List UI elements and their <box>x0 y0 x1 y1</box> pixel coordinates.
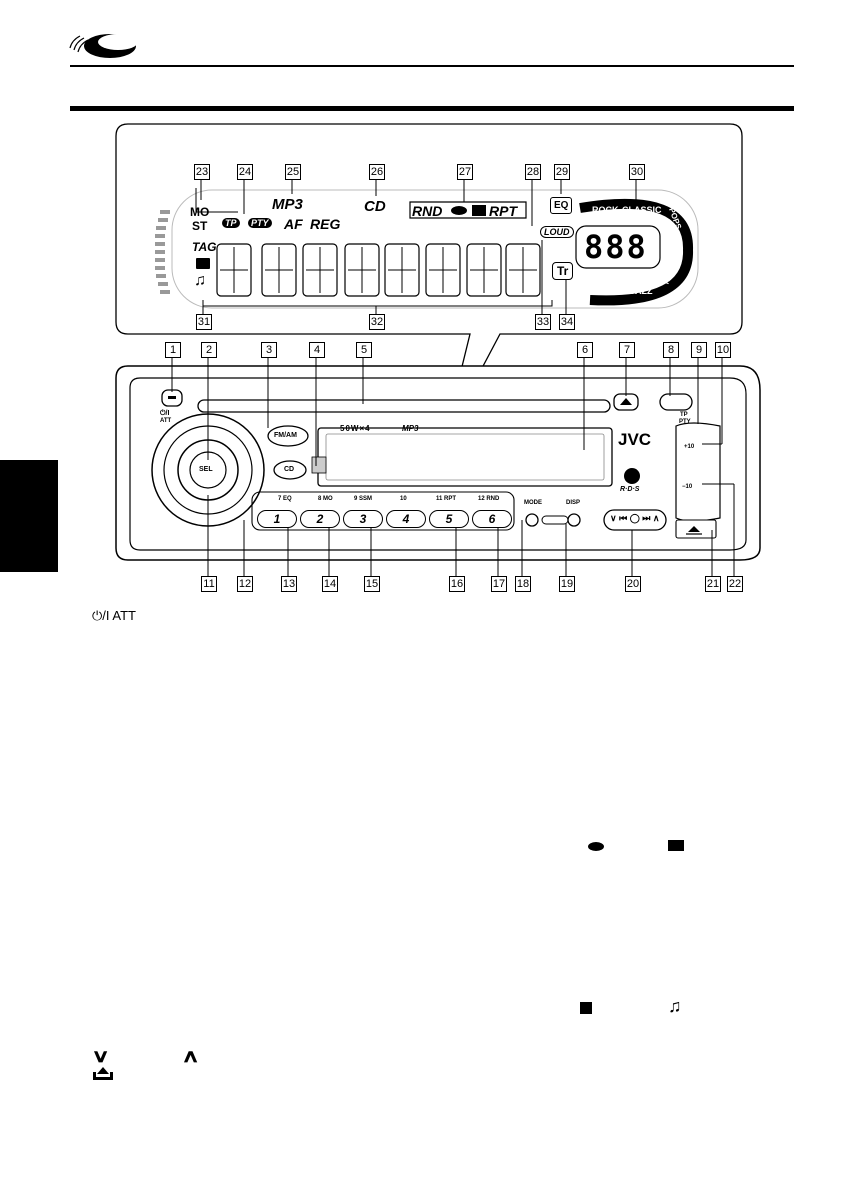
callout-21: 21 <box>705 576 721 592</box>
callout-23: 23 <box>194 164 210 180</box>
plus10-button[interactable]: +10 <box>684 444 695 450</box>
preset-sublabel-2: 8 MO <box>318 496 333 502</box>
folder-indicator-icon <box>472 205 486 216</box>
callout-33: 33 <box>535 314 551 330</box>
tr-indicator: Tr <box>552 262 574 280</box>
classic-indicator: CLASSIC <box>622 205 662 215</box>
callout-30: 30 <box>629 164 645 180</box>
tag-indicator: TAG <box>192 240 217 254</box>
tp-indicator: TP <box>222 218 240 228</box>
fm-am-button[interactable]: FM/AM <box>274 432 297 439</box>
rnd-indicator: RND <box>412 203 443 219</box>
mp3-indicator: MP3 <box>272 196 303 213</box>
seek-rocker-icons[interactable]: ∨ ⏮ ◯ ⏭ ∧ <box>610 513 660 523</box>
callout-8: 8 <box>663 342 679 358</box>
preset-sublabel-6: 12 RND <box>478 496 500 502</box>
cd-button[interactable]: CD <box>284 466 295 473</box>
folder-icon <box>196 258 210 269</box>
preset-button-2[interactable]: 2 <box>300 510 340 528</box>
sel-button[interactable]: SEL <box>199 466 213 473</box>
preset-button-6[interactable]: 6 <box>472 510 512 528</box>
callout-34: 34 <box>559 314 575 330</box>
music-note-legend-icon: ♫ <box>668 996 682 1016</box>
callout-12: 12 <box>237 576 253 592</box>
header-logo <box>62 22 142 62</box>
af-indicator: AF <box>284 216 303 232</box>
disp-label: DISP <box>566 500 581 506</box>
callout-17: 17 <box>491 576 507 592</box>
folder-legend-icon <box>668 840 684 851</box>
st-indicator: ST <box>192 219 208 233</box>
power-att-legend: ⏻/I ATT <box>92 608 136 623</box>
callout-2: 2 <box>201 342 217 358</box>
callout-10: 10 <box>715 342 731 358</box>
loud-indicator: LOUD <box>540 226 574 238</box>
callout-15: 15 <box>364 576 380 592</box>
eject-legend-icon <box>92 1064 114 1082</box>
callout-26: 26 <box>369 164 385 180</box>
callout-13: 13 <box>281 576 297 592</box>
callout-1: 1 <box>165 342 181 358</box>
disc-icon <box>451 206 467 215</box>
disc-legend-icon <box>588 842 604 851</box>
chevron-down-icon: ∨ <box>91 1046 110 1066</box>
header-rule <box>70 65 794 67</box>
side-tab <box>0 460 58 572</box>
user-indicator: USER <box>594 286 620 296</box>
callout-27: 27 <box>457 164 473 180</box>
callout-18: 18 <box>515 576 531 592</box>
preset-sublabel-3: 9 SSM <box>354 496 373 502</box>
att-label: ATT <box>160 418 172 424</box>
callout-7: 7 <box>619 342 635 358</box>
preset-button-4[interactable]: 4 <box>386 510 426 528</box>
callout-19: 19 <box>559 576 575 592</box>
folder-tag-legend-icon <box>580 1002 592 1014</box>
callout-25: 25 <box>285 164 301 180</box>
eq-indicator: EQ <box>550 197 573 214</box>
music-note-icon: ♫ <box>194 272 206 289</box>
section-rule <box>70 106 794 111</box>
mode-label: MODE <box>524 500 542 506</box>
power-output-label: 50W×4 <box>340 424 371 433</box>
callout-6: 6 <box>577 342 593 358</box>
callout-24: 24 <box>237 164 253 180</box>
rock-indicator: ROCK <box>592 205 619 215</box>
preset-button-3[interactable]: 3 <box>343 510 383 528</box>
preset-sublabel-1: 7 EQ <box>278 496 292 502</box>
callout-29: 29 <box>554 164 570 180</box>
callout-3: 3 <box>261 342 277 358</box>
tp-button-label[interactable]: TP <box>680 412 688 418</box>
brand-logo: JVC <box>618 430 652 449</box>
mo-indicator: MO <box>190 205 210 219</box>
minus10-button[interactable]: −10 <box>682 484 693 490</box>
preset-sublabel-4: 10 <box>400 496 407 502</box>
callout-22: 22 <box>727 576 743 592</box>
callout-16: 16 <box>449 576 465 592</box>
jazz-indicator: JAZZ <box>630 286 653 296</box>
callout-14: 14 <box>322 576 338 592</box>
callout-32: 32 <box>369 314 385 330</box>
mp3-badge: MP3 <box>402 424 419 433</box>
cd-indicator: CD <box>364 198 386 215</box>
callout-28: 28 <box>525 164 541 180</box>
digits-readout: 888 <box>584 228 648 266</box>
rds-label: R·D·S <box>620 486 640 493</box>
callout-31: 31 <box>196 314 212 330</box>
callout-5: 5 <box>356 342 372 358</box>
callout-4: 4 <box>309 342 325 358</box>
callout-9: 9 <box>691 342 707 358</box>
pty-indicator: PTY <box>248 218 272 228</box>
pty-button-label: PTY <box>679 419 691 425</box>
callout-11: 11 <box>201 576 217 592</box>
preset-sublabel-5: 11 RPT <box>436 496 457 502</box>
reg-indicator: REG <box>310 216 341 232</box>
preset-button-5[interactable]: 5 <box>429 510 469 528</box>
callout-20: 20 <box>625 576 641 592</box>
preset-button-1[interactable]: 1 <box>257 510 297 528</box>
rpt-indicator: RPT <box>489 203 517 219</box>
power-button-label[interactable]: ⏻/I <box>160 410 170 417</box>
chevron-up-icon: ∧ <box>181 1046 200 1066</box>
